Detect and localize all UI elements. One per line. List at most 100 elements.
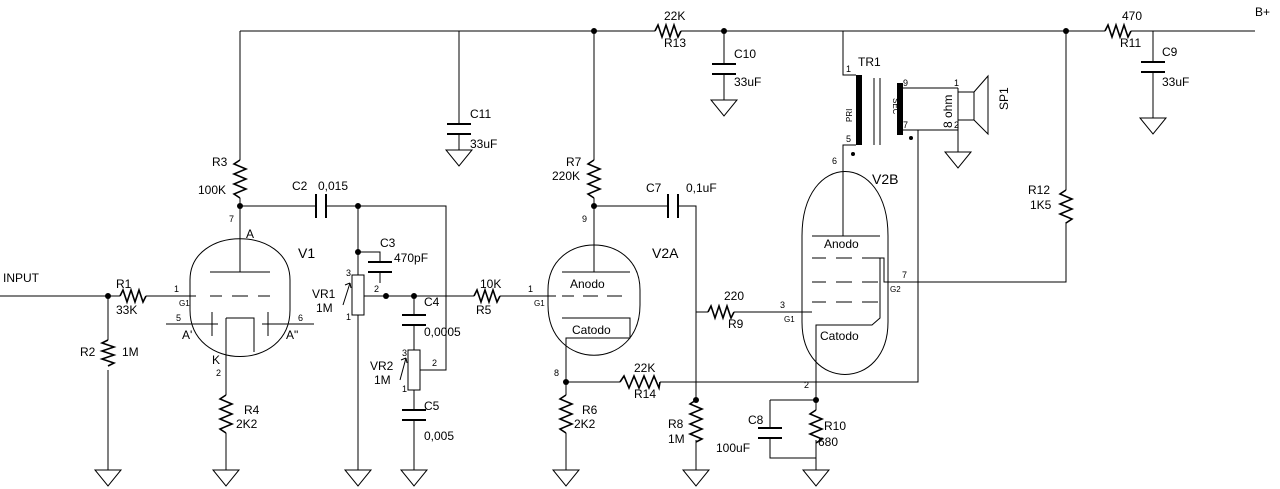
r9-ref: R9: [728, 317, 744, 331]
r4-ref: R4: [244, 403, 260, 417]
junction: [237, 203, 243, 209]
junction: [355, 203, 361, 209]
r4-value: 2K2: [236, 417, 258, 431]
tube-v2a-label: V2A: [652, 245, 679, 261]
capacitor-c9: [1141, 61, 1165, 73]
tube-envelope: [189, 238, 291, 357]
c11-value: 33uF: [470, 137, 497, 151]
ground-symbol: [399, 469, 429, 487]
ground-symbol: [93, 469, 123, 487]
ground-symbol: [551, 469, 581, 487]
wires: [0, 30, 1255, 470]
pin-number: 7: [229, 214, 234, 224]
junction: [591, 28, 597, 34]
tube-v2b: [800, 171, 889, 375]
c9-ref: C9: [1162, 45, 1178, 59]
potentiometer-vr1: [351, 274, 365, 316]
capacitor-c7: [667, 194, 679, 218]
transformer-primary-winding: [856, 75, 862, 145]
r11-value: 470: [1122, 9, 1142, 23]
r13-ref: R13: [664, 36, 686, 50]
grounds: [93, 99, 1168, 487]
r6-value: 2K2: [574, 417, 596, 431]
r12-ref: R12: [1028, 183, 1050, 197]
c7-value: 0,1uF: [686, 181, 717, 195]
v2b-g2-label: G2: [890, 285, 901, 294]
resistor-r1: [119, 287, 147, 305]
v2a-cathode-label: Catodo: [572, 323, 611, 337]
pin-number: 5: [846, 134, 851, 144]
speaker-label: SP1: [997, 87, 1011, 110]
c10-value: 33uF: [734, 75, 761, 89]
input-label: INPUT: [3, 271, 40, 285]
v1-cathode-label: K: [212, 353, 220, 367]
ground-symbol: [343, 469, 373, 487]
resistor-r14: [619, 373, 661, 391]
pin-number: 2: [374, 284, 379, 294]
v1-anode-a2-label: A": [286, 328, 298, 342]
c8-ref: C8: [748, 413, 764, 427]
pin-number: 1: [528, 284, 533, 294]
vr1-value: 1M: [316, 301, 333, 315]
pin-number: 1: [346, 312, 351, 322]
pin-number: 3: [402, 348, 407, 358]
pin-number: 7: [903, 120, 908, 130]
junction: [383, 293, 389, 299]
r7-ref: R7: [566, 155, 582, 169]
ground-symbol: [211, 469, 241, 487]
resistor-r4: [217, 394, 235, 434]
pin-number: 6: [298, 313, 303, 323]
c3-ref: C3: [380, 236, 396, 250]
pin-number: 7: [902, 270, 907, 280]
capacitor-c11: [447, 123, 471, 135]
resistor-r2: [99, 339, 117, 367]
resistor-r12: [1057, 189, 1075, 224]
ground-symbol: [709, 99, 739, 117]
tube-v1: [166, 238, 314, 357]
r10-value: 680: [818, 435, 838, 449]
vr2-ref: VR2: [370, 359, 394, 373]
tube-v2b-label: V2B: [872, 171, 898, 187]
labels: INPUT B+ R1 33K R2 1M R3 100K R4 2K2 R5 …: [3, 5, 1270, 455]
capacitor-c10: [712, 63, 736, 75]
v1-anode-a1-label: A': [182, 328, 192, 342]
c7-ref: C7: [646, 181, 662, 195]
resistor-r13: [654, 22, 682, 40]
resistor-r10: [807, 409, 825, 444]
pin-number: 9: [903, 78, 908, 88]
resistor-r7: [585, 159, 603, 199]
r8-value: 1M: [668, 432, 685, 446]
r14-ref: R14: [634, 387, 656, 401]
speaker-magnet: [957, 91, 975, 121]
transformer-label: TR1: [858, 55, 881, 69]
pin-number: 3: [780, 300, 785, 310]
resistor-r3: [231, 159, 249, 199]
pin-number: 2: [954, 120, 959, 130]
vr1-ref: VR1: [312, 287, 336, 301]
pin-number: 6: [832, 156, 837, 166]
pin-number: 2: [432, 358, 437, 368]
junction: [355, 249, 361, 255]
tube-envelope: [547, 244, 641, 356]
tube-v2a: [530, 244, 641, 356]
resistor-r8: [687, 399, 705, 443]
capacitor-c3: [368, 261, 392, 273]
junction: [1063, 28, 1069, 34]
ground-symbol: [444, 149, 474, 167]
r9-value: 220: [724, 289, 744, 303]
pin-number: 1: [846, 64, 851, 74]
resistor-r6: [557, 394, 575, 434]
potentiometers: [342, 274, 428, 391]
r14-value: 22K: [634, 361, 655, 375]
pin-number: 3: [346, 268, 351, 278]
transformer-tr1: [851, 75, 913, 156]
c10-ref: C10: [734, 47, 756, 61]
pin-number: 9: [582, 214, 587, 224]
pin-number: 1: [402, 384, 407, 394]
junction: [591, 203, 597, 209]
capacitor-c5: [402, 409, 426, 421]
vr2-value: 1M: [374, 373, 391, 387]
c2-ref: C2: [292, 179, 308, 193]
v2a-g1-label: G1: [534, 299, 545, 308]
r10-ref: R10: [824, 419, 846, 433]
